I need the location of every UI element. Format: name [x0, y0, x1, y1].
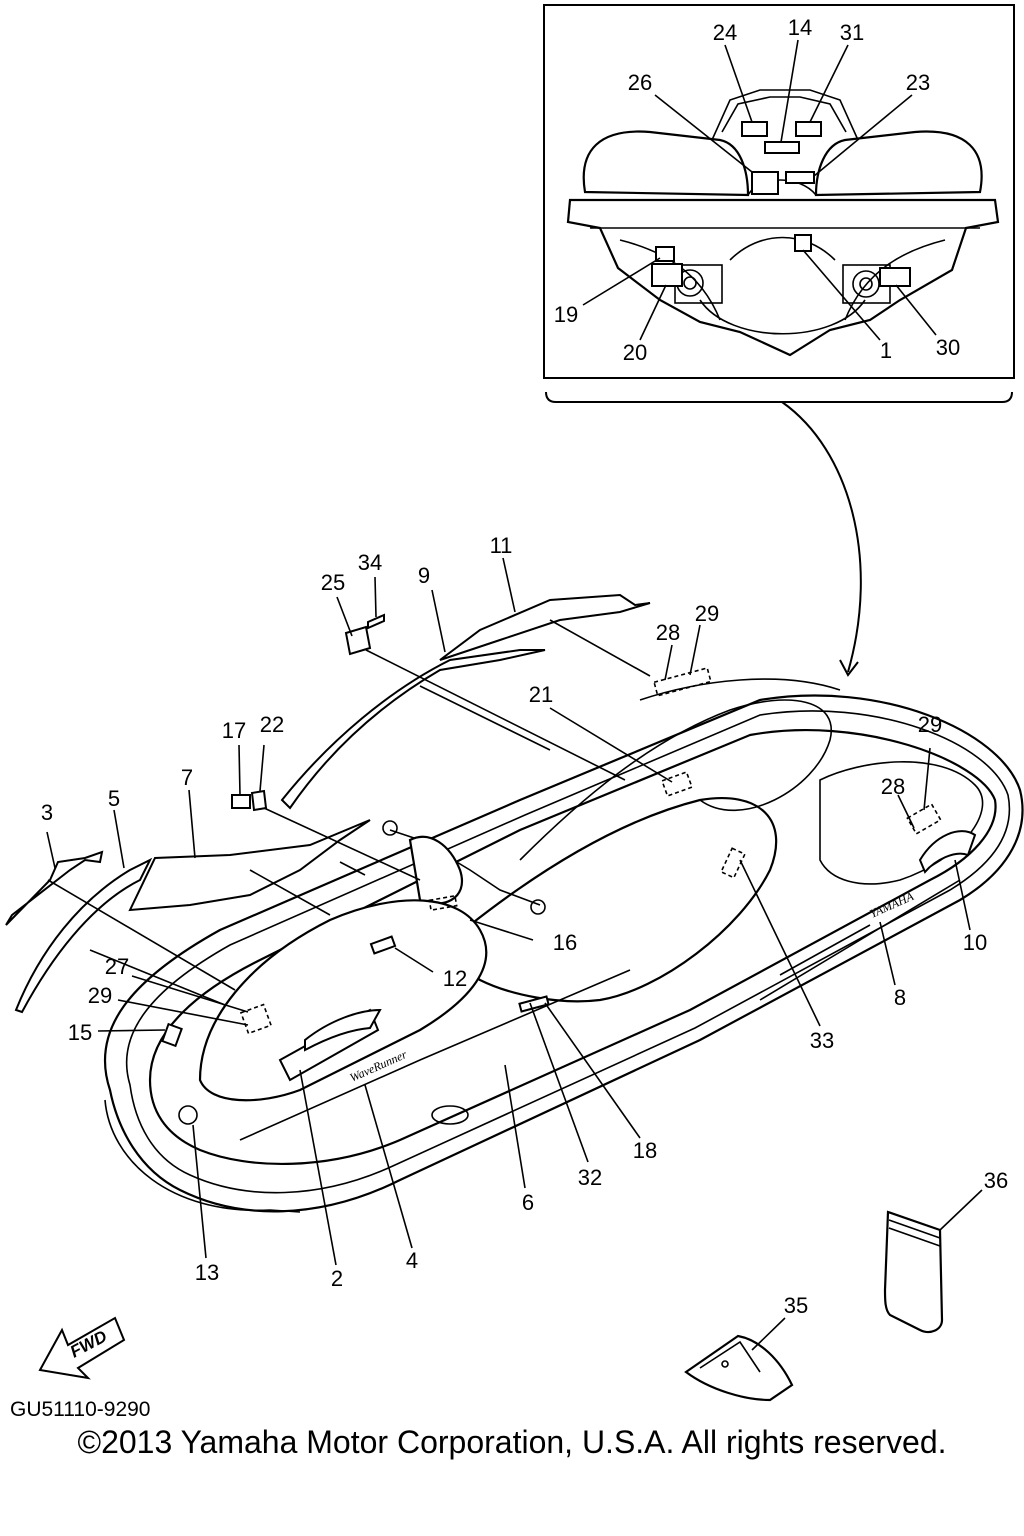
callout-17: 17: [222, 718, 246, 743]
storage-bag-35: 35: [684, 1293, 808, 1402]
callout-36: 36: [984, 1168, 1008, 1193]
callout-6: 6: [522, 1190, 534, 1215]
callout-21: 21: [529, 682, 553, 707]
manual-pouch-36: 36: [883, 1168, 1008, 1334]
callout-15: 15: [68, 1020, 92, 1045]
callout-30: 30: [936, 335, 960, 360]
callout-2: 2: [331, 1266, 343, 1291]
callout-4: 4: [406, 1248, 418, 1273]
callout-5: 5: [108, 786, 120, 811]
callout-16: 16: [553, 930, 577, 955]
callout-10: 10: [963, 930, 987, 955]
callout-27: 27: [105, 954, 129, 979]
callout-29-rear: 29: [918, 712, 942, 737]
callout-13: 13: [195, 1260, 219, 1285]
inset-pointer-arrow: [781, 401, 862, 673]
callout-33: 33: [810, 1028, 834, 1053]
callout-14: 14: [788, 15, 812, 40]
callout-35: 35: [784, 1293, 808, 1318]
callout-26: 26: [628, 70, 652, 95]
callout-25: 25: [321, 570, 345, 595]
callout-8: 8: [894, 985, 906, 1010]
callout-1: 1: [880, 338, 892, 363]
callout-12: 12: [443, 966, 467, 991]
callout-28-top: 28: [656, 620, 680, 645]
callout-20: 20: [623, 340, 647, 365]
rear-view-inset: 24 14 31 26 23 19 20 1 30: [543, 4, 1015, 403]
callout-22: 22: [260, 712, 284, 737]
callout-29-front: 29: [88, 983, 112, 1008]
drawing-code: GU51110-9290: [10, 1398, 151, 1421]
callout-19: 19: [554, 302, 578, 327]
callout-24: 24: [713, 20, 737, 45]
fwd-arrow-icon: FWD: [38, 1316, 126, 1380]
copyright-notice: ©2013 Yamaha Motor Corporation, U.S.A. A…: [77, 1424, 947, 1460]
callout-31: 31: [840, 20, 864, 45]
callout-18: 18: [633, 1138, 657, 1163]
callout-23: 23: [906, 70, 930, 95]
callout-29-top: 29: [695, 601, 719, 626]
watercraft-main-view: WaveRunner YAMAHA: [5, 533, 1024, 1291]
callout-32: 32: [578, 1165, 602, 1190]
callout-34: 34: [358, 550, 382, 575]
callout-9: 9: [418, 563, 430, 588]
callout-28-rear: 28: [881, 774, 905, 799]
callout-7: 7: [181, 765, 193, 790]
callout-11: 11: [490, 533, 513, 558]
callout-3: 3: [41, 800, 53, 825]
